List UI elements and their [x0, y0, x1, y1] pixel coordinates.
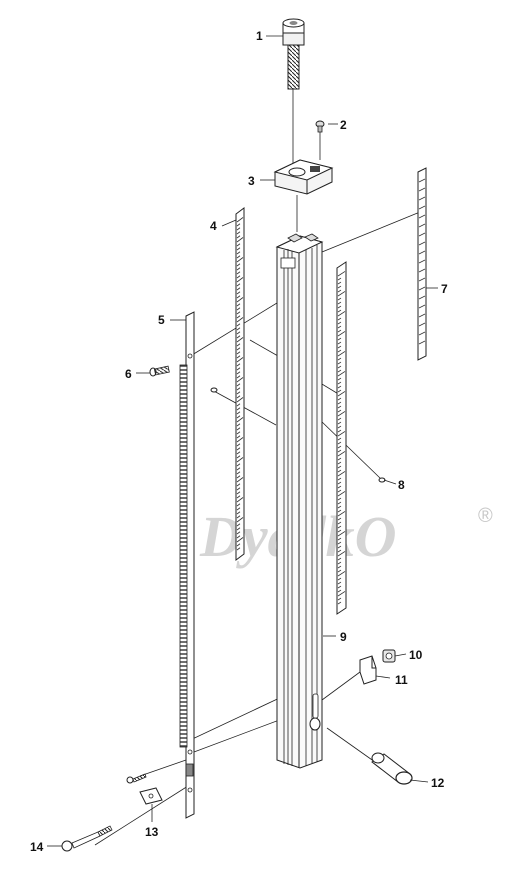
callout-8: 8 [398, 478, 405, 492]
callout-3: 3 [248, 174, 255, 188]
part-4-scale-strip [235, 207, 245, 561]
part-1-hex-bolt [282, 18, 305, 90]
part-right-scale-strip [336, 261, 347, 615]
assembly-lines [94, 88, 421, 846]
watermark-registered-mark: ® [478, 505, 493, 527]
callout-1: 1 [256, 29, 263, 43]
callout-11: 11 [395, 673, 408, 687]
part-7-scale-strip [417, 167, 427, 361]
callout-leaders [47, 35, 438, 847]
callout-2: 2 [340, 118, 347, 132]
callout-labels: 1 2 3 4 5 6 7 8 9 10 11 12 13 14 [30, 29, 448, 854]
callout-14: 14 [30, 840, 44, 854]
callout-5: 5 [158, 313, 165, 327]
part-5-rack-bar [179, 311, 195, 819]
callout-12: 12 [431, 776, 445, 790]
callout-7: 7 [441, 282, 448, 296]
part-lower-screw [126, 773, 147, 784]
part-11-bracket [359, 655, 377, 685]
part-13-plate [139, 787, 163, 805]
callout-10: 10 [409, 648, 423, 662]
callout-6: 6 [125, 367, 132, 381]
part-6-screw [149, 365, 170, 377]
part-12-handle [371, 752, 413, 785]
callout-13: 13 [145, 825, 159, 839]
part-9-main-column [275, 233, 324, 769]
part-2-small-screw [315, 120, 325, 133]
part-3-top-cap [273, 159, 334, 195]
callout-4: 4 [210, 219, 217, 233]
part-10-nut [382, 649, 396, 663]
callout-9: 9 [340, 630, 347, 644]
part-14-long-screw [61, 825, 113, 852]
